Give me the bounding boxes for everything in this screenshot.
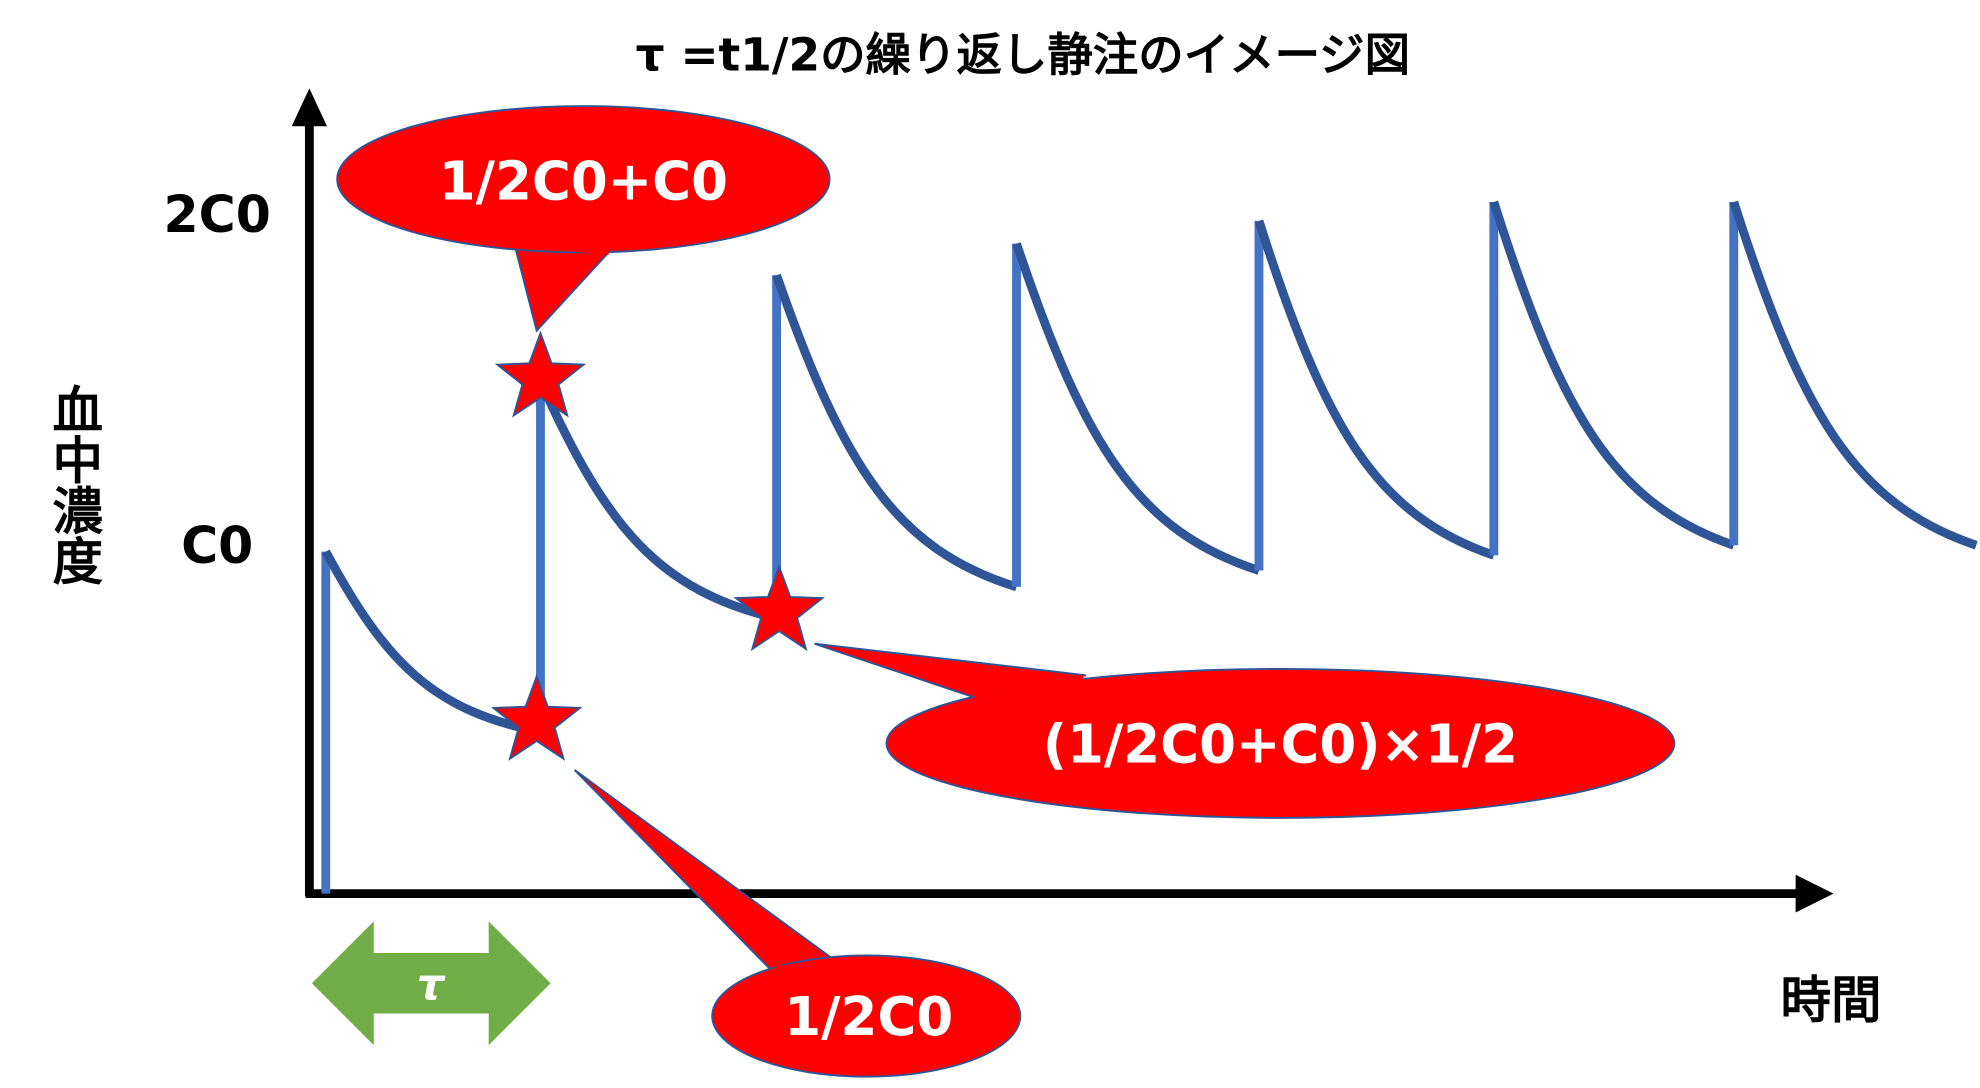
x-axis-arrowhead (1795, 874, 1834, 913)
decay-curve (1729, 200, 1978, 550)
diagram-title: τ =t1/2の繰り返し静注のイメージ図 (636, 29, 1410, 82)
decay-curve (1254, 219, 1496, 560)
callout-peak: 1/2C0+C0 (336, 105, 831, 333)
callout-peak-text: 1/2C0+C0 (439, 150, 728, 212)
y-axis (291, 88, 328, 897)
callout-trough-second-text: (1/2C0+C0)×1/2 (1043, 713, 1518, 775)
tick-2c0: 2C0 (164, 185, 271, 244)
callout-trough-second: (1/2C0+C0)×1/2 (814, 642, 1676, 819)
decay-curve (1012, 242, 1261, 575)
callout-trough-first-text: 1/2C0 (784, 986, 953, 1048)
decay-curve (321, 549, 542, 737)
star-icon (733, 563, 825, 652)
decay-curve (536, 379, 778, 623)
decay-curve (772, 273, 1018, 592)
star-icon (490, 673, 583, 761)
y-axis-label: 血中濃度 (44, 384, 103, 586)
tick-c0: C0 (181, 516, 253, 575)
decay-curve (1489, 200, 1736, 550)
concentration-curve (321, 200, 1978, 894)
markers (490, 330, 825, 761)
x-axis (305, 874, 1834, 913)
tau-interval-arrow: τ (311, 921, 551, 1046)
x-axis-label: 時間 (1780, 970, 1881, 1029)
y-axis-arrowhead (291, 88, 328, 127)
tau-label: τ (417, 961, 446, 1011)
star-icon (494, 330, 587, 418)
callout-trough-first: 1/2C0 (573, 769, 1022, 1078)
